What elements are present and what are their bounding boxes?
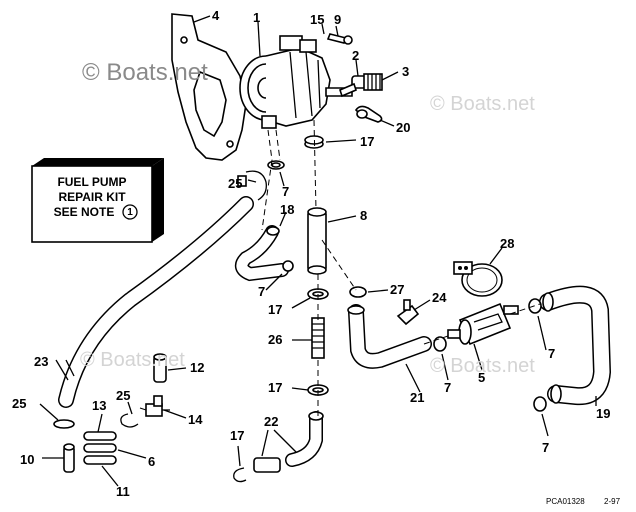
fitting-26 — [311, 317, 325, 359]
callout-25-top: 25 — [228, 176, 242, 191]
fuel-pump — [239, 35, 353, 129]
kit-line-1: FUEL PUMP — [57, 175, 126, 189]
footer: PCA01328 2-97 — [546, 497, 621, 506]
kit-note-box: FUEL PUMP REPAIR KIT SEE NOTE 1 — [31, 158, 164, 243]
callout-9: 9 — [334, 12, 341, 27]
callout-8: 8 — [360, 208, 367, 223]
callout-17-bottom: 17 — [230, 428, 244, 443]
callout-17-top: 17 — [360, 134, 374, 149]
tee-14 — [145, 395, 170, 417]
callout-3: 3 — [402, 64, 409, 79]
fitting-2-3 — [339, 73, 383, 98]
callout-25-small: 25 — [116, 388, 130, 403]
callout-17-low: 17 — [268, 380, 282, 395]
clamp-7-19-top — [528, 298, 542, 314]
callout-21: 21 — [410, 390, 424, 405]
callout-5: 5 — [478, 370, 485, 385]
hose-23 — [58, 196, 254, 408]
fitting-12 — [153, 353, 167, 383]
watermark-main: © Boats.net — [82, 59, 208, 86]
hose-21 — [347, 304, 432, 369]
kit-line-3: SEE NOTE — [54, 205, 115, 219]
callout-22: 22 — [264, 414, 278, 429]
callout-6: 6 — [148, 454, 155, 469]
callout-24: 24 — [432, 290, 447, 305]
callout-23: 23 — [34, 354, 48, 369]
fitting-10 — [63, 443, 75, 473]
callout-27: 27 — [390, 282, 404, 297]
callout-1: 1 — [253, 10, 260, 25]
kit-note-number: 1 — [127, 207, 133, 218]
clamp-7-upper — [267, 160, 285, 170]
callout-11: 11 — [116, 484, 130, 499]
watermarks: © Boats.net © Boats.net © Boats.net © Bo… — [80, 59, 535, 377]
callout-14: 14 — [188, 412, 203, 427]
hose-22 — [253, 411, 324, 473]
note-circle — [122, 204, 138, 220]
hose-8 — [307, 207, 327, 275]
clamp-27 — [349, 286, 367, 298]
footer-code: PCA01328 — [546, 497, 585, 506]
callout-13: 13 — [92, 398, 106, 413]
callout-numbers: 4 1 15 9 2 3 20 17 25 7 18 8 28 27 7 17 … — [12, 8, 610, 499]
bracket-24 — [396, 299, 420, 326]
clamp-7-21 — [433, 336, 447, 352]
callout-leaders — [39, 15, 597, 487]
watermark-right-top: © Boats.net — [430, 93, 535, 115]
footer-date: 2-97 — [604, 497, 621, 506]
watermark-left-bottom: © Boats.net — [80, 349, 185, 371]
watermark-right-bottom: © Boats.net — [430, 355, 535, 377]
callout-7-upper: 7 — [282, 184, 289, 199]
callout-7-hose18: 7 — [258, 284, 265, 299]
callout-15: 15 — [310, 12, 324, 27]
callout-10: 10 — [20, 452, 34, 467]
hose-18 — [234, 225, 294, 282]
callout-2: 2 — [352, 48, 359, 63]
callout-12: 12 — [190, 360, 204, 375]
clamp-7-19-bottom — [533, 396, 547, 412]
callout-25-left: 25 — [12, 396, 26, 411]
fuel-filter-5 — [447, 302, 519, 346]
mounting-bracket — [171, 13, 247, 161]
clamp-25-small — [120, 413, 139, 428]
callout-7-filter: 7 — [444, 380, 451, 395]
dashed-leader-lines — [139, 119, 541, 416]
clip-20 — [354, 105, 383, 123]
clamp-25-bottom — [53, 419, 75, 429]
hose-19 — [539, 285, 612, 406]
callout-26: 26 — [268, 332, 282, 347]
strap-28 — [453, 261, 503, 297]
screw-9 — [326, 33, 353, 45]
callout-28: 28 — [500, 236, 514, 251]
callout-17-mid: 17 — [268, 302, 282, 317]
callout-20: 20 — [396, 120, 410, 135]
callout-7-bottom: 7 — [542, 440, 549, 455]
clamp-17-bottom — [233, 467, 247, 483]
clamp-25-top — [237, 170, 267, 201]
callout-18: 18 — [280, 202, 294, 217]
callout-4: 4 — [212, 8, 220, 23]
kit-line-2: REPAIR KIT — [58, 190, 126, 204]
tubes-13-6 — [83, 431, 117, 465]
callout-19: 19 — [596, 406, 610, 421]
callout-7-right: 7 — [548, 346, 555, 361]
